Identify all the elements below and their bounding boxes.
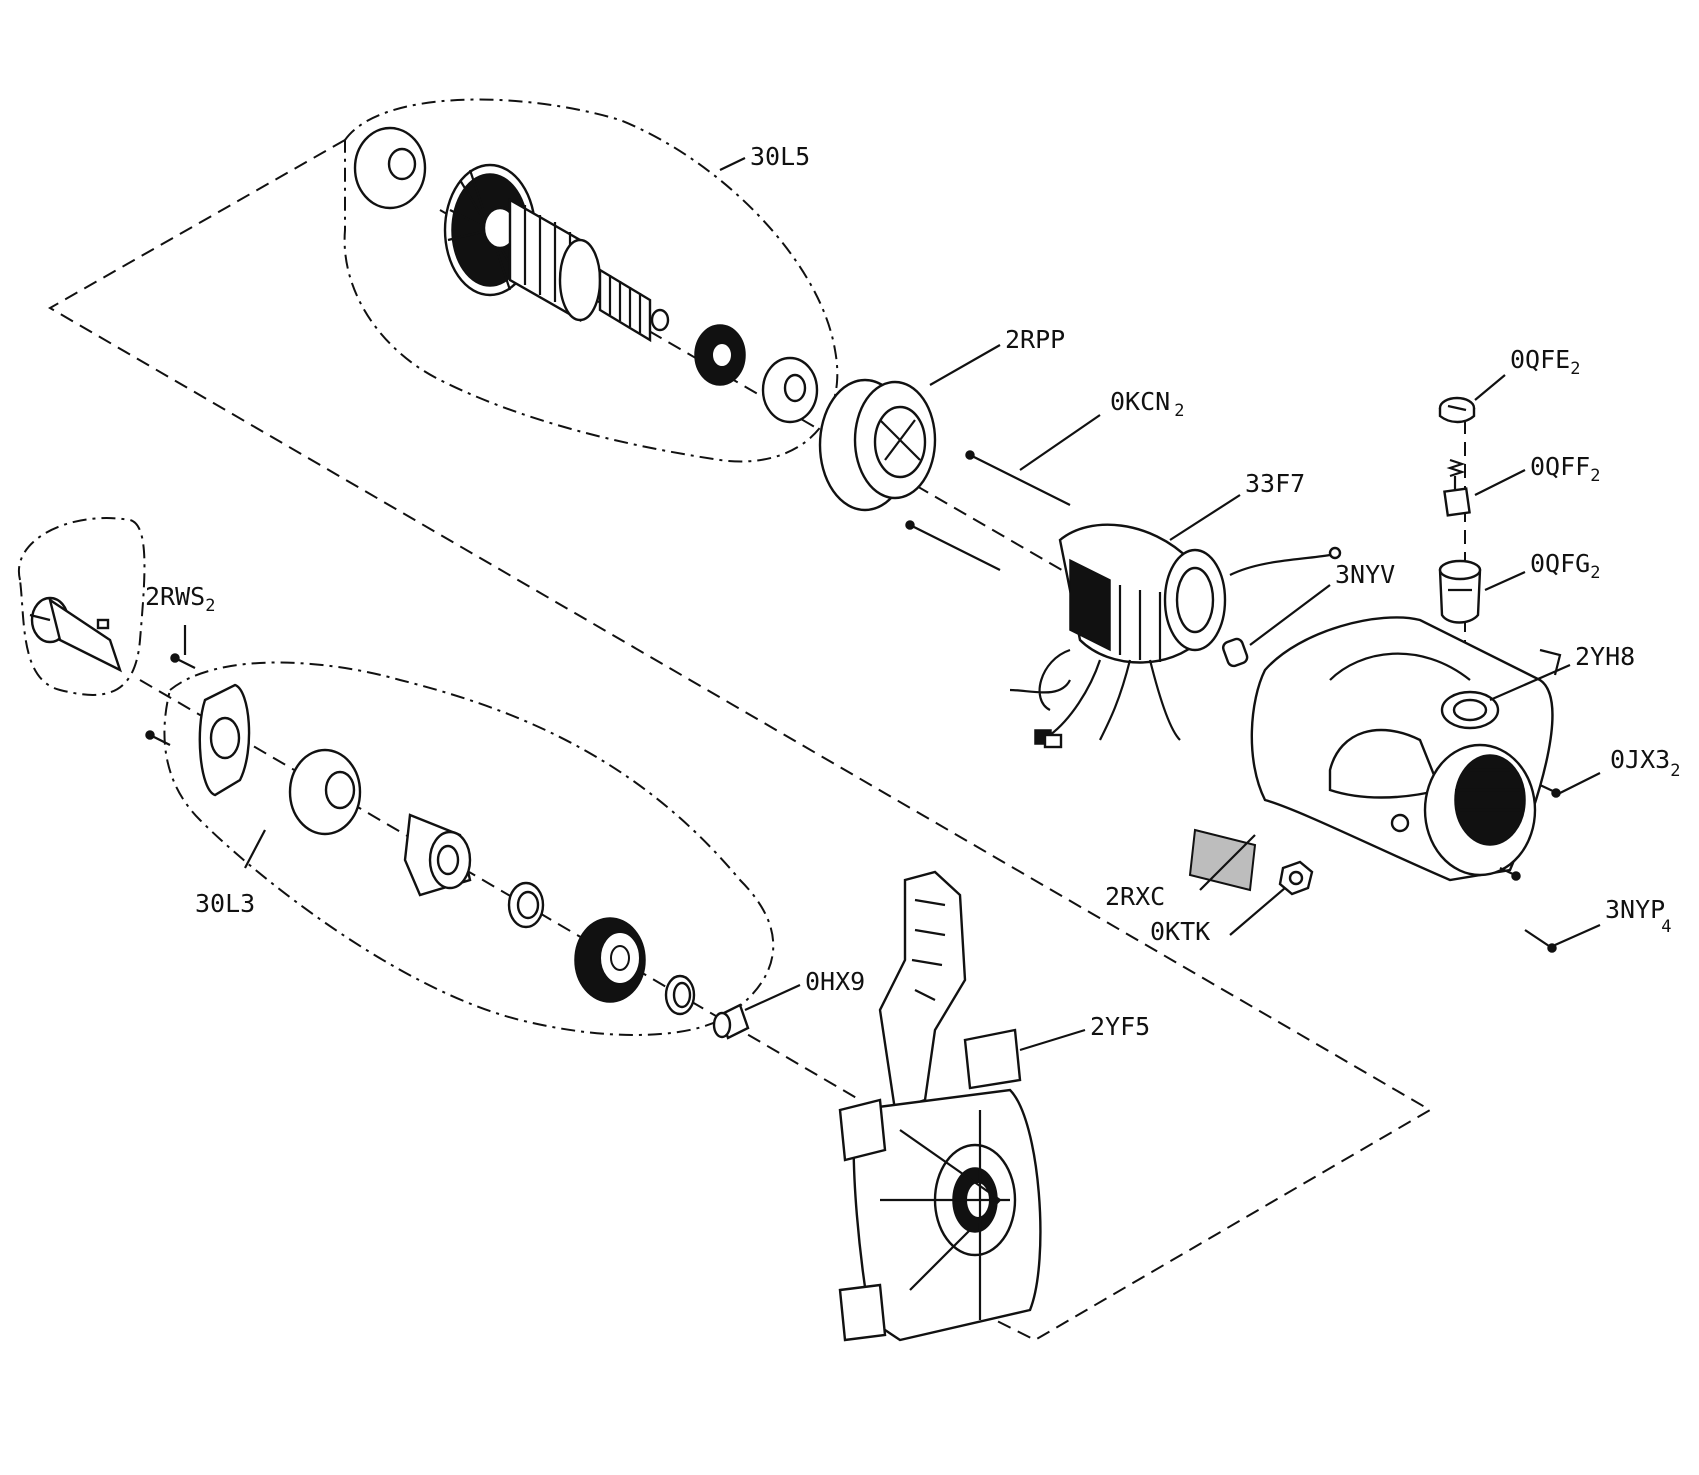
screw-2RWS-upper	[170, 653, 196, 669]
assembly-outline-dashed	[47, 139, 1432, 1342]
label-0KCN-main: 0KCN	[1110, 387, 1170, 416]
clutch-hub	[403, 813, 472, 897]
label-0KTK: 0KTK	[1150, 917, 1210, 946]
grommet-3NYV	[1221, 637, 1249, 668]
label-0KCN-subscript: 2	[1174, 401, 1184, 421]
label-plate-2RXC	[1188, 828, 1257, 892]
leader-2RXC	[1199, 834, 1256, 891]
leader-0QFG	[1484, 570, 1526, 592]
group-boundary-2RWS	[17, 517, 146, 696]
armature-core	[508, 197, 602, 323]
label-0JX3-main: 0JX3	[1610, 745, 1670, 774]
label-0QFG-subscript: 2	[1590, 563, 1600, 583]
label-0QFF: 0QFF2	[1530, 452, 1600, 486]
label-30L3: 30L3	[195, 889, 255, 918]
leader-3NYV	[1249, 584, 1331, 646]
label-2YH8: 2YH8	[1575, 642, 1635, 671]
label-2RXC: 2RXC	[1105, 882, 1165, 911]
ball-bearing	[694, 324, 746, 386]
needle-bearing-0HX9	[712, 1003, 750, 1040]
screw-0KCN-lower	[905, 520, 1001, 571]
leader-30L5	[719, 157, 746, 171]
label-0JX3-subscript: 2	[1670, 761, 1680, 781]
label-2RWS-subscript: 2	[205, 596, 215, 616]
label-0JX3: 0JX32	[1610, 745, 1680, 781]
leader-0QFF	[1474, 469, 1526, 496]
label-0HX9: 0HX9	[805, 967, 865, 996]
label-0QFG-main: 0QFG	[1530, 549, 1590, 578]
screw-3NYP	[1524, 929, 1557, 953]
leader-30L3	[244, 829, 266, 869]
leader-0QFE	[1474, 374, 1506, 401]
leader-0KTK	[1229, 887, 1286, 936]
leader-3NYP	[1554, 923, 1601, 947]
screw-0JX3	[1539, 784, 1561, 798]
retaining-ring	[664, 974, 696, 1016]
bearing-retainer-plate	[198, 683, 251, 797]
label-30L5: 30L5	[750, 142, 810, 171]
label-3NYP-main: 3NYP	[1605, 895, 1665, 924]
label-0QFE: 0QFE2	[1510, 345, 1580, 379]
label-2RWS-main: 2RWS	[145, 582, 205, 611]
screw-2RWS-lower	[145, 730, 171, 746]
commutator	[598, 267, 670, 343]
switch-spring-0QFF	[1443, 458, 1471, 517]
spindle-shaft	[29, 596, 123, 673]
label-0QFG: 0QFG2	[1530, 549, 1600, 583]
label-2RWS: 2RWS2	[145, 582, 215, 616]
label-0QFF-subscript: 2	[1590, 466, 1600, 486]
bearing-30L3	[288, 748, 362, 836]
leader-2YF5	[1019, 1028, 1086, 1052]
leader-2RPP	[929, 344, 1001, 386]
screw-0KCN-upper	[965, 450, 1071, 506]
bearing-washer-right	[761, 356, 819, 424]
nut-0KTK	[1278, 860, 1314, 896]
leader-33F7	[1169, 494, 1241, 541]
leader-2YH8	[1489, 663, 1571, 702]
label-3NYV: 3NYV	[1335, 560, 1395, 589]
label-2RPP: 2RPP	[1005, 325, 1065, 354]
leader-0JX3	[1559, 772, 1601, 794]
leader-0KCN	[1019, 414, 1101, 471]
label-0QFF-main: 0QFF	[1530, 452, 1590, 481]
switch-body-0QFG	[1438, 559, 1482, 624]
switch-cap-0QFE	[1438, 396, 1476, 424]
group-boundary-30L5	[343, 98, 839, 463]
group-boundary-30L3	[163, 661, 775, 1036]
label-0QFE-main: 0QFE	[1510, 345, 1570, 374]
baffle-2RPP	[818, 378, 937, 512]
gear-case-2YF5	[838, 870, 1042, 1342]
leader-0HX9	[744, 983, 801, 1012]
label-0QFE-subscript: 2	[1570, 359, 1580, 379]
motor-housing-2YH8	[1250, 616, 1562, 882]
spacer-ring	[507, 881, 545, 929]
field-stator-33F7	[1009, 523, 1342, 749]
bearing-washer-left	[353, 126, 427, 210]
gear	[574, 917, 646, 1003]
label-33F7: 33F7	[1245, 469, 1305, 498]
screw-3NYP-upper	[1499, 867, 1521, 881]
label-3NYP-subscript: 4	[1661, 917, 1671, 937]
label-2YF5: 2YF5	[1090, 1012, 1150, 1041]
